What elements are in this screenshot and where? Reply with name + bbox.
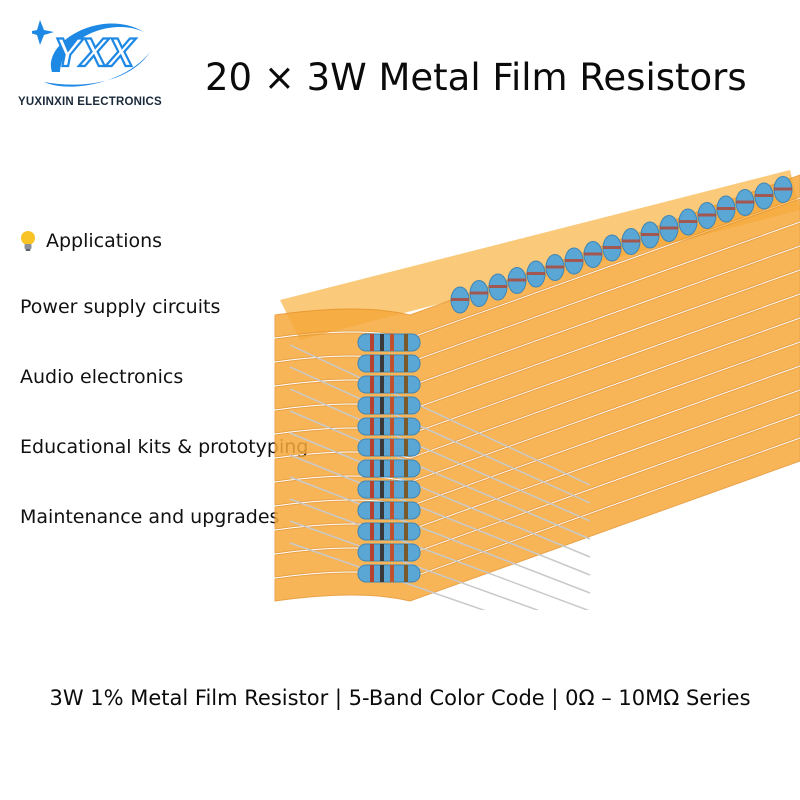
page-title: 20 × 3W Metal Film Resistors xyxy=(205,56,747,99)
application-item: Educational kits & prototyping xyxy=(20,436,309,458)
brand-logo: YXX YUXINXIN ELECTRONICS xyxy=(18,12,178,112)
application-item: Power supply circuits xyxy=(20,296,221,318)
resistor-bundle-illustration xyxy=(274,170,800,648)
lightbulb-icon xyxy=(21,231,35,251)
product-image xyxy=(270,150,800,648)
application-item: Maintenance and upgrades xyxy=(20,506,280,528)
spec-line: 3W 1% Metal Film Resistor | 5-Band Color… xyxy=(49,686,751,710)
applications-heading: Applications xyxy=(18,226,318,256)
application-item: Audio electronics xyxy=(20,366,184,388)
applications-heading-label: Applications xyxy=(46,230,163,252)
logo-letters: YXX xyxy=(54,31,136,75)
applications-list: Applications Power supply circuits Audio… xyxy=(18,226,318,528)
brand-name: YUXINXIN ELECTRONICS xyxy=(18,96,162,108)
yxx-logo-icon: YXX xyxy=(32,20,150,87)
